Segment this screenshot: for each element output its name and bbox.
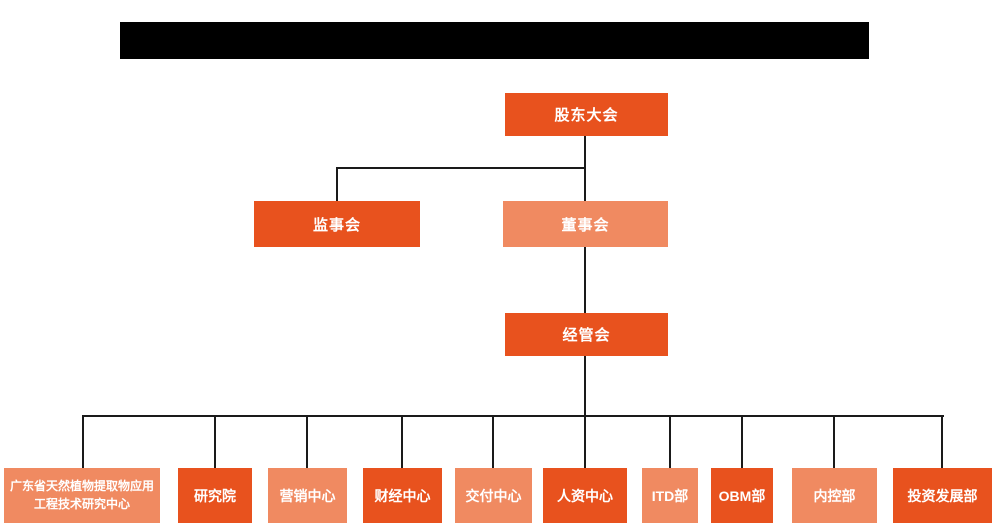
node-label: 投资发展部 xyxy=(907,487,978,504)
connector-management-down xyxy=(584,356,586,416)
node-label: 财经中心 xyxy=(374,487,431,504)
node-dept-marketing-center: 营销中心 xyxy=(268,468,347,523)
node-label: 监事会 xyxy=(312,216,361,234)
node-dept-internal-control: 内控部 xyxy=(792,468,877,523)
node-label: 经管会 xyxy=(562,327,611,344)
node-management-committee: 经管会 xyxy=(505,313,668,356)
connector-to-supervisory xyxy=(336,167,338,201)
node-label: 营销中心 xyxy=(279,487,336,504)
connector-board-management xyxy=(584,247,586,313)
connector-drop-1 xyxy=(82,415,84,468)
connector-drop-3 xyxy=(306,415,308,468)
node-supervisory-board: 监事会 xyxy=(254,201,420,247)
node-label: OBM部 xyxy=(718,487,766,504)
node-label: 内控部 xyxy=(813,487,856,504)
node-dept-finance-center: 财经中心 xyxy=(363,468,442,523)
connector-drop-2 xyxy=(214,415,216,468)
connector-drop-10 xyxy=(941,415,943,468)
connector-to-board xyxy=(584,167,586,201)
connector-branch-top xyxy=(336,167,586,169)
node-dept-obm: OBM部 xyxy=(711,468,773,523)
node-dept-research-institute: 研究院 xyxy=(178,468,252,523)
redacted-title-bar xyxy=(120,22,869,59)
node-label: 广东省天然植物提取物应用工程技术研究中心 xyxy=(9,479,154,511)
node-label: 董事会 xyxy=(561,216,610,234)
node-dept-delivery-center: 交付中心 xyxy=(455,468,532,523)
connector-drop-5 xyxy=(492,415,494,468)
connector-drop-7 xyxy=(669,415,671,468)
node-dept-hr-center: 人资中心 xyxy=(543,468,627,523)
connector-drop-8 xyxy=(741,415,743,468)
connector-shareholders-down xyxy=(584,136,586,169)
node-label: 研究院 xyxy=(194,487,236,504)
node-label: 交付中心 xyxy=(465,487,522,504)
node-dept-investment-development: 投资发展部 xyxy=(893,468,992,523)
connector-drop-9 xyxy=(833,415,835,468)
node-label: 股东大会 xyxy=(554,107,619,124)
connector-drop-4 xyxy=(401,415,403,468)
node-dept-research-center: 广东省天然植物提取物应用工程技术研究中心 xyxy=(4,468,160,523)
connector-branch-bottom xyxy=(83,415,944,417)
node-shareholders-meeting: 股东大会 xyxy=(505,93,668,136)
node-board-of-directors: 董事会 xyxy=(503,201,668,247)
connector-drop-6 xyxy=(584,415,586,468)
node-label: 人资中心 xyxy=(557,487,613,504)
node-dept-itd: ITD部 xyxy=(642,468,698,523)
node-label: ITD部 xyxy=(651,487,689,504)
